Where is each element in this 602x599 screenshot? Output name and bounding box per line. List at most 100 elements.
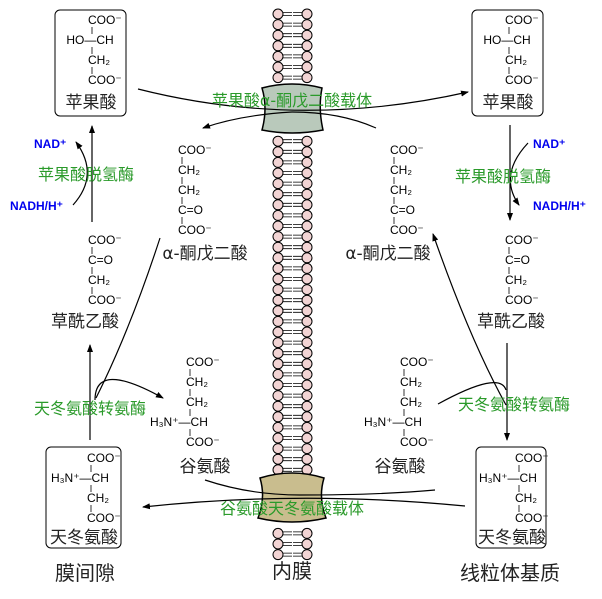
lipid-head bbox=[272, 178, 284, 190]
structure-line: CH₂ bbox=[186, 395, 208, 409]
left-aspartate-box bbox=[45, 446, 122, 549]
lipid-tail bbox=[293, 171, 302, 175]
lipid-head bbox=[301, 294, 313, 306]
lipid-head bbox=[272, 19, 284, 31]
lipid-head bbox=[301, 538, 313, 550]
lipid-tail bbox=[293, 181, 302, 186]
structure-line: COO⁻ bbox=[87, 451, 121, 465]
lipid-tail bbox=[283, 171, 292, 175]
lipid-head bbox=[272, 294, 284, 306]
structure-line: COO⁻ bbox=[88, 233, 122, 247]
reaction-arrows bbox=[72, 88, 529, 510]
lipid-tail bbox=[293, 361, 302, 366]
lipid-tail bbox=[293, 43, 302, 48]
lipid-head bbox=[301, 40, 313, 52]
lipid-tail bbox=[293, 298, 302, 303]
lipid-tail bbox=[293, 372, 302, 377]
lipid-tail bbox=[293, 75, 302, 80]
structure-line: CH₂ bbox=[178, 163, 200, 177]
structure-line: C=O bbox=[88, 253, 113, 267]
lipid-tail bbox=[283, 65, 292, 69]
lipid-head bbox=[272, 443, 284, 455]
lipid-head bbox=[301, 368, 313, 380]
structure-line: COO⁻ bbox=[88, 73, 122, 87]
lipid-head bbox=[272, 432, 284, 444]
lipid-tail bbox=[283, 361, 292, 366]
lipid-head bbox=[301, 252, 313, 264]
intermembrane-space-label: 膜间隙 bbox=[55, 561, 115, 585]
structure-line: C=O bbox=[505, 253, 530, 267]
structure-line: H₃N⁺—CH bbox=[364, 415, 422, 429]
lipid-tail bbox=[283, 12, 292, 16]
lipid-tail bbox=[293, 383, 302, 387]
lipid-head bbox=[301, 178, 313, 190]
lipid-tail bbox=[293, 54, 302, 59]
lipid-tail bbox=[283, 340, 292, 345]
lipid-head bbox=[272, 8, 284, 20]
right-malate-dehydrogenase: 苹果酸脱氢酶 bbox=[455, 167, 551, 186]
lipid-tail bbox=[283, 319, 292, 324]
lipid-head bbox=[272, 231, 284, 243]
lipid-tail bbox=[283, 383, 292, 387]
lipid-tail bbox=[293, 542, 302, 546]
lipid-tail bbox=[293, 436, 302, 440]
structure-line: H₃N⁺—CH bbox=[51, 471, 109, 485]
lipid-head bbox=[301, 326, 313, 338]
lipid-tail bbox=[283, 255, 292, 260]
lipid-head bbox=[272, 421, 284, 433]
lipid-head bbox=[272, 188, 284, 200]
lipid-head bbox=[272, 156, 284, 168]
lipid-head bbox=[301, 61, 313, 73]
lipid-tail bbox=[283, 542, 292, 546]
lipid-head bbox=[272, 326, 284, 338]
lipid-tail bbox=[283, 404, 292, 409]
lipid-head bbox=[301, 432, 313, 444]
structure-line: COO⁻ bbox=[87, 511, 121, 525]
lipid-head bbox=[301, 284, 313, 296]
structure-line: COO⁻ bbox=[390, 143, 424, 157]
lipid-head bbox=[272, 527, 284, 539]
lipid-tail bbox=[293, 351, 302, 356]
lipid-tail bbox=[293, 149, 302, 154]
lipid-head bbox=[301, 549, 313, 561]
lipid-head bbox=[272, 50, 284, 62]
lipid-head bbox=[301, 220, 313, 232]
structure-line: CH₂ bbox=[87, 491, 109, 505]
structure-line: COO⁻ bbox=[505, 293, 539, 307]
lipid-tail bbox=[293, 22, 302, 27]
lipid-tail bbox=[293, 255, 302, 260]
lipid-tail bbox=[293, 404, 302, 409]
structure-line: COO⁻ bbox=[515, 451, 549, 465]
lipid-tail bbox=[283, 149, 292, 154]
structure-line: COO⁻ bbox=[178, 223, 212, 237]
lipid-head bbox=[301, 527, 313, 539]
left-aspartate-aminotransferase: 天冬氨酸转氨酶 bbox=[34, 399, 146, 418]
right-aspartate-name: 天冬氨酸 bbox=[478, 528, 546, 548]
lipid-tail bbox=[283, 467, 292, 472]
inner-membrane-bilayer bbox=[272, 8, 313, 561]
lipid-head bbox=[272, 337, 284, 349]
structure-line: HO—CH bbox=[483, 33, 530, 47]
lipid-head bbox=[301, 379, 313, 391]
lipid-tail bbox=[283, 266, 292, 271]
lipid-tail bbox=[293, 160, 302, 165]
lipid-head bbox=[272, 199, 284, 211]
structure-line: CH₂ bbox=[390, 183, 412, 197]
structure-line: COO⁻ bbox=[505, 233, 539, 247]
lipid-tail bbox=[283, 75, 292, 80]
lipid-head bbox=[301, 209, 313, 221]
right-oxaloacetate-name: 草酰乙酸 bbox=[477, 312, 545, 332]
left-glutamate-name: 谷氨酸 bbox=[180, 457, 231, 477]
lipid-tail bbox=[293, 393, 302, 398]
lipid-head bbox=[272, 549, 284, 561]
lipid-tail bbox=[283, 298, 292, 303]
left-malate-dehydrogenase: 苹果酸脱氢酶 bbox=[38, 165, 134, 184]
structure-line: COO⁻ bbox=[390, 223, 424, 237]
structure-line: CH₂ bbox=[186, 375, 208, 389]
inner-membrane-label: 内膜 bbox=[272, 559, 312, 583]
lipid-head bbox=[301, 390, 313, 402]
